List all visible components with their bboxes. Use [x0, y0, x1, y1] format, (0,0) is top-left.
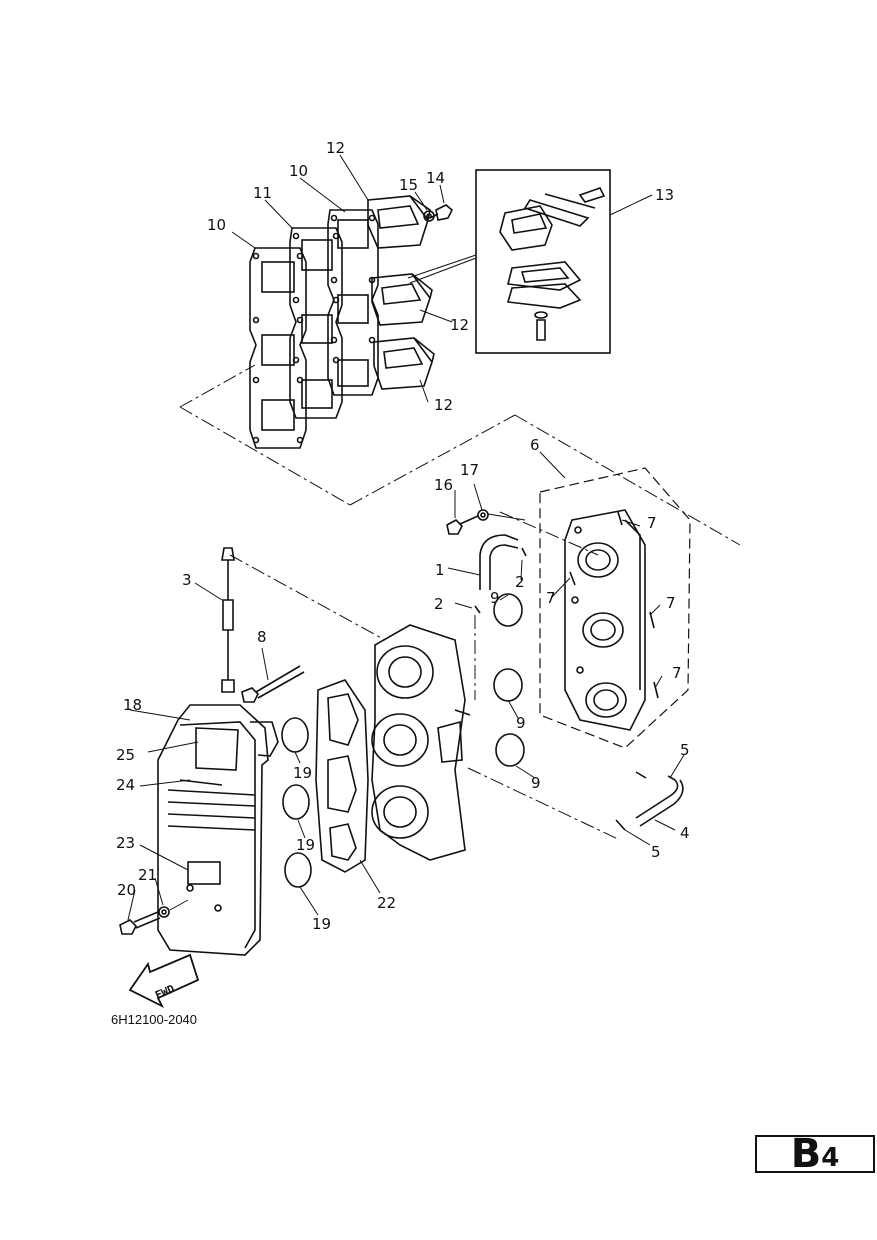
callout-15: 15 [399, 176, 418, 194]
callout-10-upper: 10 [289, 162, 308, 180]
callout-12-middle: 12 [450, 316, 469, 334]
o-ring-19-bottom [284, 852, 312, 888]
callout-9-middle: 9 [516, 714, 526, 732]
callout-2-a: 2 [515, 573, 525, 591]
o-ring-19-middle [282, 784, 310, 820]
reed-valve-12-bottom [373, 337, 435, 390]
callout-7-a: 7 [647, 514, 657, 532]
callout-13: 13 [655, 186, 674, 204]
hose-4 [635, 775, 679, 819]
callout-9-top: 9 [490, 589, 500, 607]
callout-18: 18 [123, 696, 142, 714]
page-badge-letter: B [790, 1131, 822, 1177]
callout-6: 6 [530, 436, 540, 454]
callout-11: 11 [253, 184, 272, 202]
gasket-22 [315, 679, 369, 873]
callout-19-bottom: 19 [312, 915, 331, 933]
hose-1 [479, 534, 519, 590]
intake-manifold [564, 509, 646, 731]
page-badge: B 4 [755, 1131, 875, 1177]
callout-25: 25 [116, 746, 135, 764]
callout-12-bottom: 12 [434, 396, 453, 414]
bolt-16 [446, 515, 479, 535]
alignment-lines [179, 364, 741, 841]
crankcase-housing [371, 624, 471, 861]
fwd-label: FWD [153, 982, 177, 1002]
page-badge-number: 4 [821, 1143, 840, 1173]
callout-5-top: 5 [680, 741, 690, 759]
rod-3 [221, 547, 235, 693]
silencer-cover-18 [157, 704, 279, 956]
manifold-assembly-outline-6 [539, 467, 691, 749]
callout-21: 21 [138, 866, 157, 884]
washer-21 [158, 906, 170, 918]
callout-19-top: 19 [293, 764, 312, 782]
reed-valve-12-top [367, 195, 431, 249]
bolt-20 [119, 911, 161, 935]
callout-12-top: 12 [326, 139, 345, 157]
bolt-8 [241, 665, 305, 703]
reed-valve-12-middle [371, 273, 433, 326]
callout-4: 4 [680, 824, 690, 842]
reed-plate-11 [289, 227, 343, 419]
callout-5-bottom: 5 [651, 843, 661, 861]
callout-24: 24 [116, 776, 135, 794]
callout-17: 17 [460, 461, 479, 479]
callout-9-bottom: 9 [531, 774, 541, 792]
gasket-10-front [249, 247, 307, 449]
callout-22: 22 [377, 894, 396, 912]
callout-8: 8 [257, 628, 267, 646]
inset-reed-parts [499, 187, 606, 341]
callout-3: 3 [182, 571, 192, 589]
callout-7-d: 7 [672, 664, 682, 682]
callout-14: 14 [426, 169, 445, 187]
callout-10-lower: 10 [207, 216, 226, 234]
clip-2 [474, 547, 527, 614]
clip-5 [615, 771, 647, 831]
bolt-14 [429, 204, 453, 221]
gasket-9-bottom [495, 733, 525, 767]
washer-17 [477, 509, 489, 521]
leader-lines [127, 154, 685, 921]
callout-16: 16 [434, 476, 453, 494]
callout-1: 1 [435, 561, 445, 579]
fwd-arrow-icon [128, 953, 200, 1009]
reed-assembly-inset-13 [475, 169, 611, 354]
o-ring-19-top [281, 717, 309, 753]
diagram-code: 6H12100-2040 [111, 1012, 197, 1027]
callout-19-middle: 19 [296, 836, 315, 854]
callout-20: 20 [117, 881, 136, 899]
callout-23: 23 [116, 834, 135, 852]
callout-7-b: 7 [546, 589, 556, 607]
gasket-9-top [493, 593, 523, 627]
gasket-9-middle [493, 668, 523, 702]
callout-2-b: 2 [434, 595, 444, 613]
callout-7-c: 7 [666, 594, 676, 612]
